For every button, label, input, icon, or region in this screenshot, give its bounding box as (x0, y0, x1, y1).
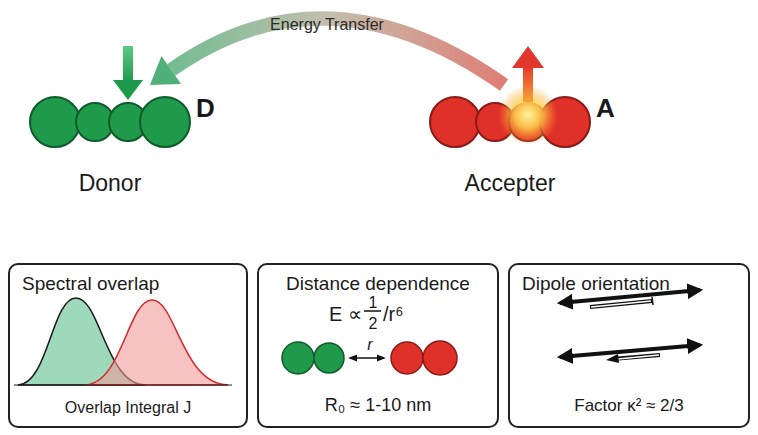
concept-panel: Dipole orientationFactor κ² ≈ 2/3 (508, 263, 750, 428)
donor-molecule: D Donor (20, 85, 220, 205)
molecule-name: Accepter (420, 170, 600, 198)
concept-panel: Distance dependence E ∝1 2/r⁶ r R₀ ≈ 1-10 nm (257, 263, 499, 428)
panel-caption: R₀ ≈ 1-10 nm (259, 395, 497, 417)
panel-title: Spectral overlap (22, 273, 159, 296)
formula-part: /r⁶ (383, 302, 403, 326)
distance-symbol: r (363, 335, 377, 354)
molecule-letter: A (596, 93, 615, 124)
arrow-head (150, 56, 181, 85)
panel-caption: Overlap Integral J (10, 398, 246, 417)
dipole-arrows (560, 290, 700, 363)
concept-panel: Spectral overlapOverlap Integral J (8, 263, 248, 428)
molecule-letter: D (196, 93, 215, 124)
panel-caption: Factor κ² ≈ 2/3 (510, 396, 748, 416)
formula-part: E ∝ (329, 302, 362, 326)
molecule-name: Donor (20, 170, 200, 198)
emission-arrow (512, 46, 544, 102)
donor-atoms (30, 97, 190, 147)
spectra (14, 298, 232, 385)
acceptor-molecule: A Accepter (420, 85, 620, 205)
panel-title: Distance dependence (259, 273, 497, 296)
formula-numerator: 1 (366, 293, 380, 312)
edge-label: Energy Transfer (270, 15, 384, 34)
formula-denominator: 2 (366, 314, 380, 333)
panel-title: Dipole orientation (522, 273, 670, 296)
excitation-arrow (113, 46, 143, 100)
